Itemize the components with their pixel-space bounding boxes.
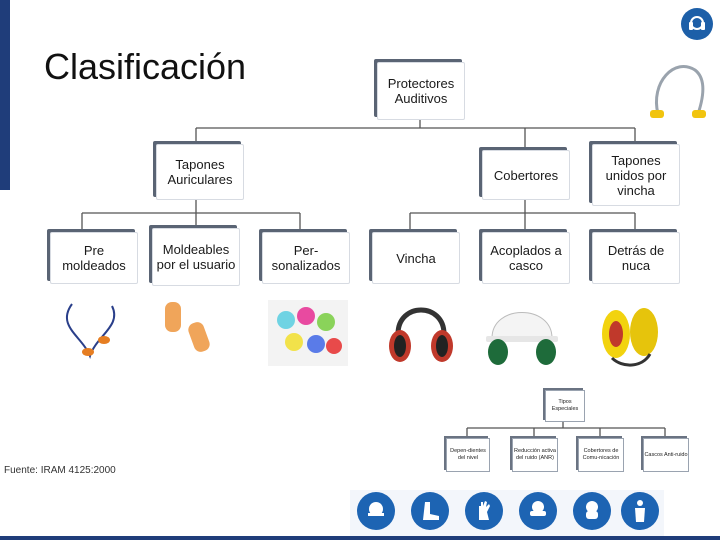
node-detras-nuca: Detrás de nuca xyxy=(592,232,680,284)
neckband-earmuffs-photo xyxy=(602,308,658,367)
earmuffs-photo xyxy=(389,307,453,362)
respiratory-protection-icon xyxy=(573,492,611,530)
hand-protection-icon xyxy=(465,492,503,530)
node-tipos-especiales: Tipos Especiales xyxy=(545,390,585,422)
node-dependientes-nivel: Depen-dientes del nivel xyxy=(446,438,490,472)
node-moldeables: Moldeables por el usuario xyxy=(152,228,240,286)
logo-ear-protection-icon xyxy=(681,8,713,40)
body-protection-icon xyxy=(621,492,659,530)
node-cascos-antiruido: Cascos Anti-ruido xyxy=(643,438,689,472)
head-protection-icon xyxy=(357,492,395,530)
source-note: Fuente: IRAM 4125:2000 xyxy=(4,465,116,476)
node-reduccion-activa: Reducción activa del ruido (ANR) xyxy=(512,438,558,472)
node-protectores-auditivos: Protectores Auditivos xyxy=(377,62,465,120)
node-tapones-auriculares: Tapones Auriculares xyxy=(156,144,244,200)
node-vincha: Vincha xyxy=(372,232,460,284)
bottom-accent-bar xyxy=(0,536,720,540)
custom-earplugs-photo xyxy=(268,300,348,366)
node-acoplados-casco: Acoplados a casco xyxy=(482,232,570,284)
eye-protection-icon xyxy=(519,492,557,530)
banded-earplugs-photo xyxy=(650,65,706,118)
helmet-earmuffs-photo xyxy=(486,312,558,365)
node-cobertores: Cobertores xyxy=(482,150,570,200)
node-cobertores-comunicacion: Cobertores de Comu-nicación xyxy=(578,438,624,472)
left-accent-bar xyxy=(0,0,10,190)
node-personalizados: Per-sonalizados xyxy=(262,232,350,284)
node-tapones-unidos-vincha: Tapones unidos por vincha xyxy=(592,144,680,206)
foot-protection-icon xyxy=(411,492,449,530)
page-title: Clasificación xyxy=(44,46,247,87)
earplugs-photo xyxy=(65,303,116,360)
node-premoldeados: Pre moldeados xyxy=(50,232,138,284)
safety-icons-bar xyxy=(350,490,664,536)
foam-earplugs-photo xyxy=(165,302,210,352)
